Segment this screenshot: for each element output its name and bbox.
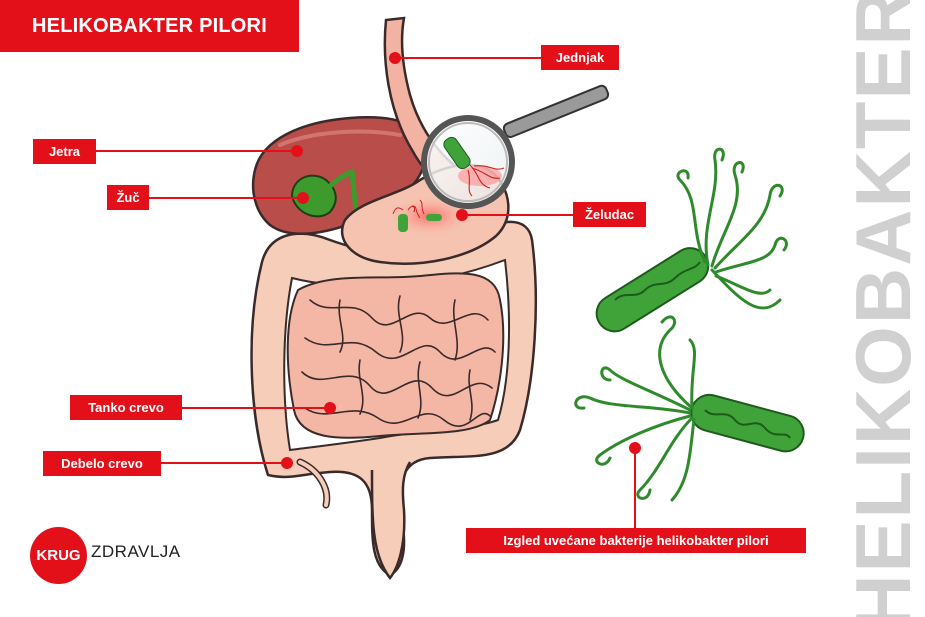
bacterium-lower-icon — [574, 315, 805, 502]
small-intestine-shape — [286, 272, 505, 439]
page-title: HELIKOBAKTER PILORI — [0, 0, 299, 52]
logo-circle: KRUG — [30, 527, 87, 584]
stomach-bacteria-icon — [392, 199, 442, 232]
label-liver: Jetra — [33, 139, 96, 164]
gallbladder-shape — [290, 174, 337, 218]
vertical-watermark-title: HELIKOBAKTER — [840, 0, 925, 617]
magnifier-icon — [421, 84, 610, 209]
label-esophagus: Jednjak — [541, 45, 619, 70]
label-small-intestine: Tanko crevo — [70, 395, 182, 420]
bacterium-upper-icon — [595, 147, 788, 333]
label-bacteria-caption: Izgled uvećane bakterije helikobakter pi… — [466, 528, 806, 553]
label-stomach: Želudac — [573, 202, 646, 227]
logo-text: ZDRAVLJA — [91, 542, 181, 561]
label-large-intestine: Debelo crevo — [43, 451, 161, 476]
label-leader-lines — [96, 52, 641, 528]
label-gallbladder: Žuč — [107, 185, 149, 210]
vertical-title-text: HELIKOBAKTER — [840, 0, 925, 617]
